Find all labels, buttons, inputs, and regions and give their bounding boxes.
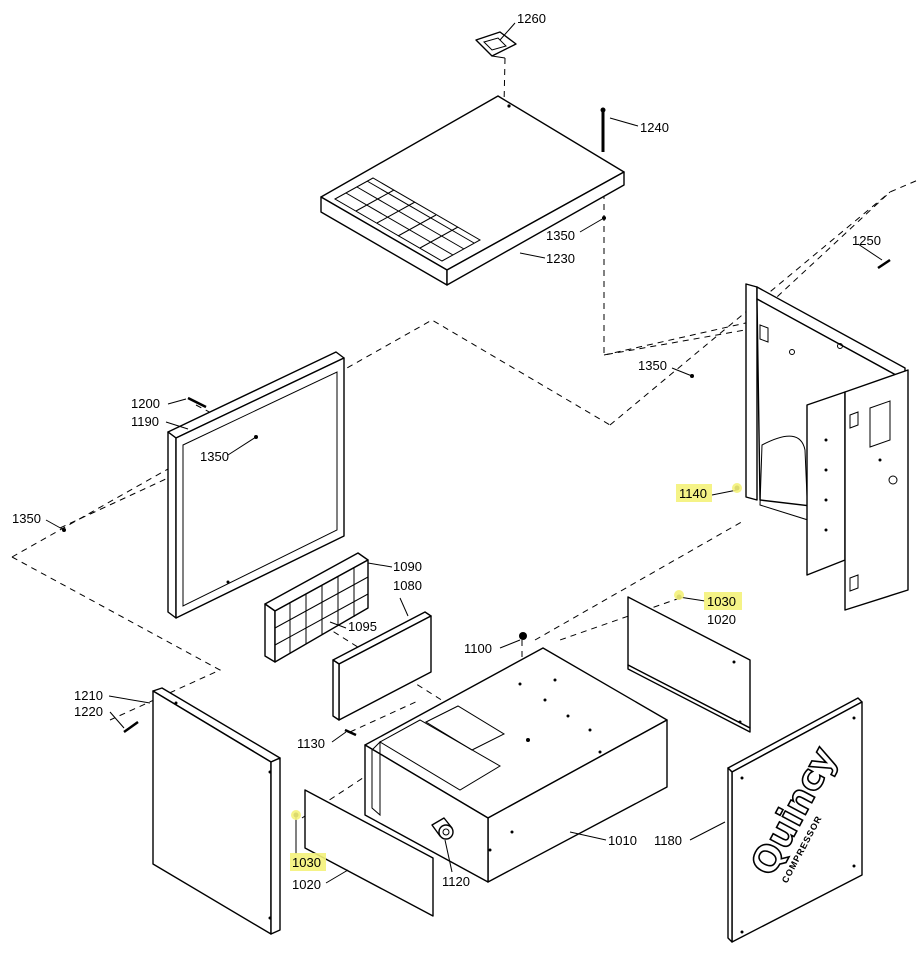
callout-1090: 1090 — [393, 559, 422, 574]
callout-1180: 1180 — [654, 833, 682, 848]
callout-1350-mid: 1350 — [200, 449, 229, 464]
callout-1350-right: 1350 — [638, 358, 667, 373]
part-1010-base — [364, 647, 668, 883]
callout-1210: 1210 — [74, 688, 103, 703]
part-1130-screw — [344, 728, 357, 737]
part-1120-fitting — [431, 817, 454, 840]
callout-highlights — [290, 483, 742, 871]
callout-1130: 1130 — [297, 736, 325, 751]
callout-1350-left: 1350 — [12, 511, 41, 526]
callout-labels: 1260 1240 1350 1230 1250 1350 1200 1190 … — [12, 11, 881, 892]
leader-lines — [45, 22, 883, 884]
part-1090-filter-frame — [264, 552, 369, 663]
callout-1350-top: 1350 — [546, 228, 575, 243]
callout-1010: 1010 — [608, 833, 637, 848]
part-1190-back-panel — [167, 351, 345, 619]
callout-1190: 1190 — [131, 414, 159, 429]
part-1200-screw — [187, 396, 207, 409]
part-1230-top-cover — [320, 95, 625, 286]
part-1220-screw — [123, 720, 139, 734]
callout-1020-left: 1020 — [292, 877, 321, 892]
highlight-1030-right — [704, 592, 742, 610]
part-1020-left-panel — [304, 789, 434, 917]
highlight-1140-dot — [732, 483, 742, 493]
part-1250-screw — [877, 258, 891, 270]
part-1180-front-panel: Quincy COMPRESSOR — [727, 697, 863, 943]
callout-1095: 1095 — [348, 619, 377, 634]
callout-1230: 1230 — [546, 251, 575, 266]
callout-1250: 1250 — [852, 233, 881, 248]
part-1100-fastener — [519, 632, 527, 640]
callout-1020-right: 1020 — [707, 612, 736, 627]
part-1080-filter-pad — [332, 611, 432, 721]
highlight-1140 — [676, 484, 712, 502]
callout-1100: 1100 — [464, 641, 492, 656]
part-1210-left-panel — [152, 687, 281, 935]
part-1020-right-panel — [627, 596, 751, 733]
part-1260-knob — [475, 31, 517, 59]
top-cover-grille — [333, 177, 482, 262]
highlight-1030-right-dot — [674, 590, 684, 600]
callout-1220: 1220 — [74, 704, 103, 719]
callout-1030-right: 1030 — [707, 594, 736, 609]
callout-1240: 1240 — [640, 120, 669, 135]
callout-1080: 1080 — [393, 578, 422, 593]
callout-1120: 1120 — [442, 874, 470, 889]
part-1240-bolt — [600, 107, 606, 152]
part-right-side-panel — [745, 283, 909, 611]
highlight-1030-left — [290, 853, 326, 871]
highlight-1030-left-dot — [291, 810, 301, 820]
callout-1030-left: 1030 — [292, 855, 321, 870]
callout-1200: 1200 — [131, 396, 160, 411]
callout-1140: 1140 — [679, 486, 707, 501]
callout-1260: 1260 — [517, 11, 546, 26]
